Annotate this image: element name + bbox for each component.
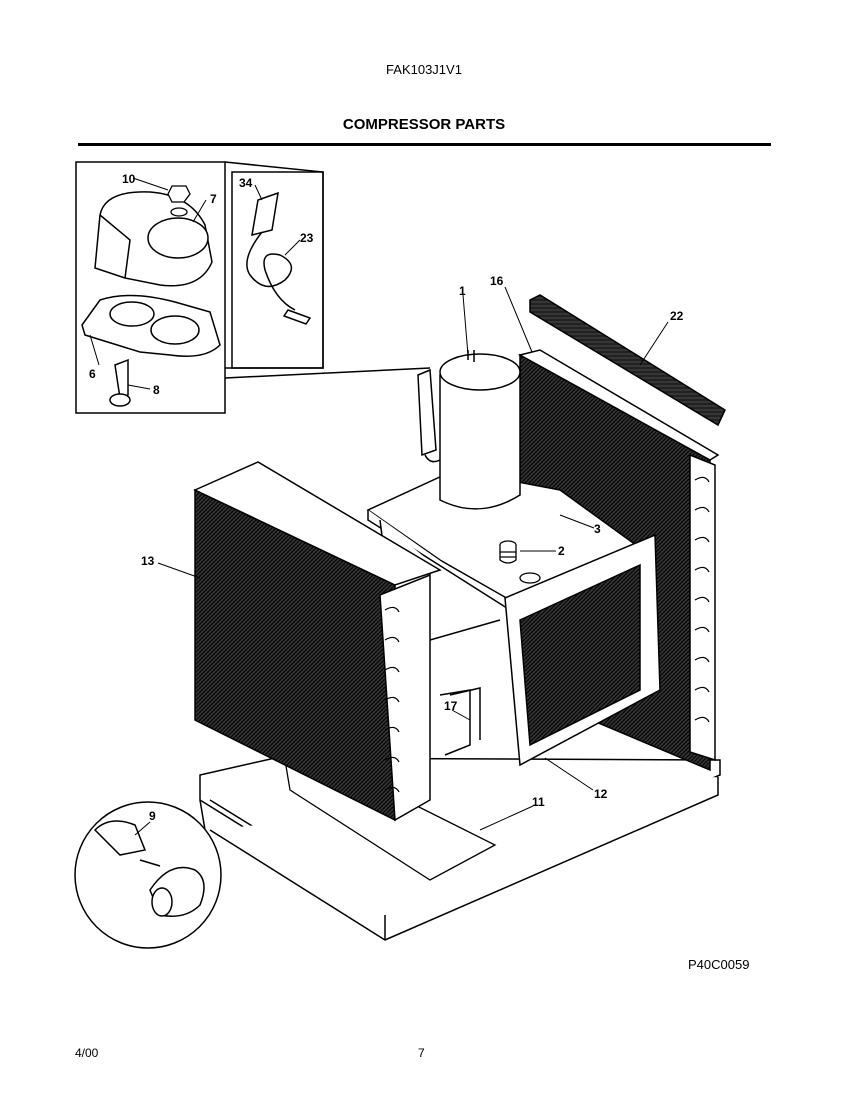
section-title: COMPRESSOR PARTS (342, 116, 506, 133)
callout-34: 17 (444, 699, 458, 713)
callout-leaders (89, 177, 669, 836)
capacitor-detail-circle (74, 801, 222, 949)
mount-hole (519, 572, 541, 584)
coil-tube-ends (694, 476, 710, 723)
revision-date: 4/00 (75, 1046, 99, 1060)
callout-17: 34 (239, 176, 253, 190)
nut-part (167, 185, 191, 217)
title-divider (78, 143, 771, 146)
callout-16: 23 (300, 231, 314, 245)
inset-overload-parts (75, 161, 431, 414)
partition-panel-part (504, 533, 661, 767)
callout-23: 12 (594, 787, 608, 801)
grommet-part (499, 540, 517, 564)
callout-22: 22 (670, 309, 684, 323)
callout-7: 7 (210, 192, 217, 206)
thermistor-sensor-part (246, 191, 312, 325)
callout-1: 1 (459, 284, 466, 298)
callout-8: 8 (153, 383, 160, 397)
clip-part (109, 358, 131, 407)
callout-9: 10 (122, 172, 136, 186)
callout-12: 16 (490, 274, 504, 288)
terminal-cover-part (94, 191, 213, 287)
evaporator-tube-ends (384, 606, 400, 793)
mounting-gasket-part (81, 294, 221, 357)
callout-11: 13 (141, 554, 155, 568)
top-seal-strip-part (529, 294, 726, 427)
compressor-part (417, 350, 521, 510)
callout-10: 9 (149, 809, 156, 823)
page-number: 7 (418, 1046, 425, 1060)
callout-3: 3 (594, 522, 601, 536)
callout-13: 11 (532, 795, 545, 809)
callout-2: 2 (558, 544, 565, 558)
callout-labels: 10 7 6 8 34 23 1 16 22 13 2 3 17 12 11 9 (89, 172, 684, 823)
callout-6: 6 (89, 367, 96, 381)
model-number: FAK103J1V1 (386, 62, 462, 77)
evaporator-coil-part (193, 461, 442, 822)
refrigerant-tube-part (439, 687, 481, 756)
diagram-code: P40C0059 (688, 957, 750, 972)
